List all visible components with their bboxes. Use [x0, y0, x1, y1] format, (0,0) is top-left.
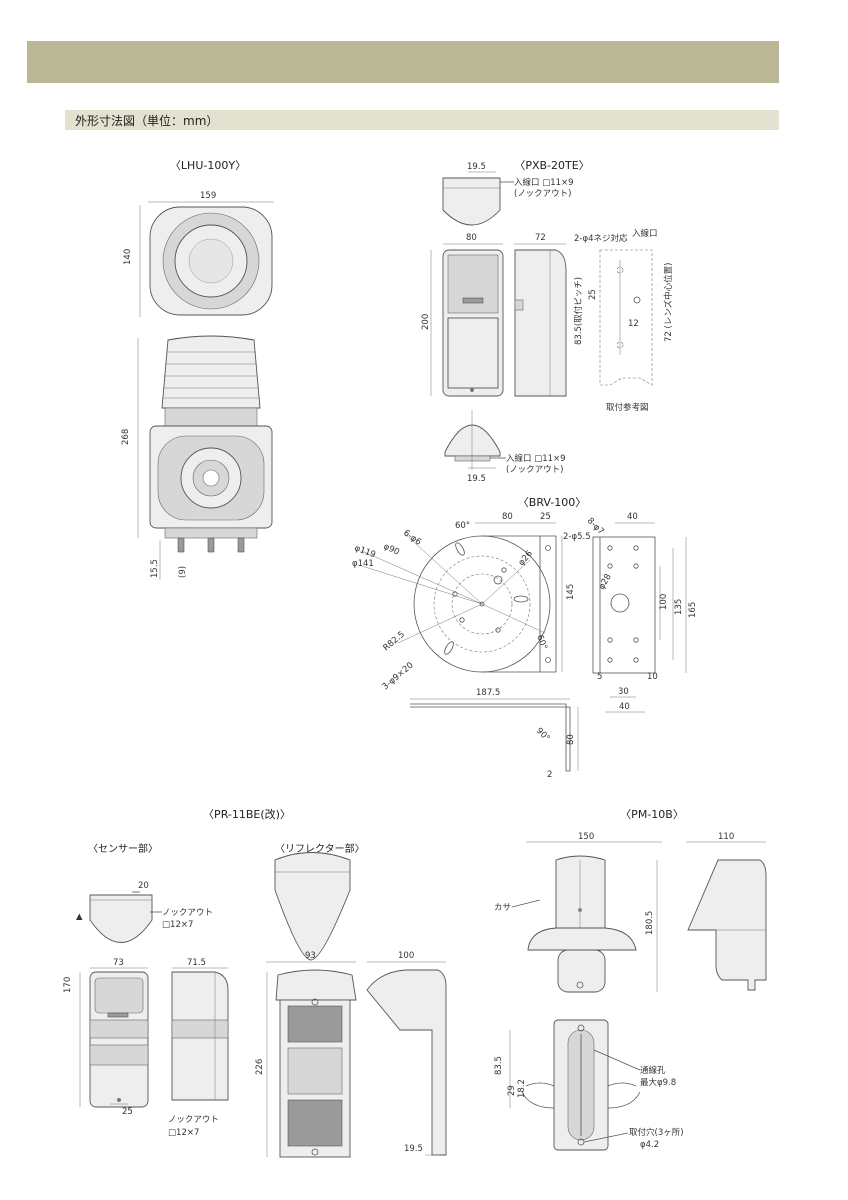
pr-w73: 73	[113, 958, 124, 968]
pr-k12: □12×7	[162, 920, 193, 930]
pxb-knock: (ノックアウト)	[514, 189, 571, 199]
lhu-drawing: 159 140 268 15.5 (9)	[121, 191, 274, 580]
pxb-knock2: (ノックアウト)	[506, 465, 563, 475]
pxb-d12: 12	[628, 319, 639, 329]
pr-drawing: 20 ノックアウト □12×7 ▲ 73 170 25 ノックアウト □12×7…	[63, 852, 447, 1158]
pm-hole: 取付穴(3ヶ所)	[629, 1127, 684, 1138]
pxb-pitch: 83.5(取付ピッチ)	[573, 277, 584, 345]
brv-s3: 3-φ9×20	[381, 661, 416, 693]
pm-tsu: 通線孔	[640, 1065, 666, 1076]
section-bar: 外形寸法図（単位：mm）	[65, 110, 779, 130]
pr-w715: 71.5	[187, 958, 206, 968]
brv-r82: R82.5	[382, 630, 407, 654]
pm-h180: 180.5	[645, 911, 655, 935]
pxb-botw: 19.5	[467, 474, 486, 484]
pr-d195: 19.5	[404, 1144, 423, 1154]
brv-l80: 80	[566, 734, 576, 745]
brv-d80: 80	[502, 512, 513, 522]
pxb-w80: 80	[466, 233, 477, 243]
pr-d20: 20	[138, 881, 149, 891]
brv-s28: φ28	[597, 572, 614, 591]
brv-s10: 10	[647, 672, 658, 682]
brv-d25: 25	[540, 512, 551, 522]
brv-s2: 2-φ5.5	[563, 532, 591, 542]
pr-k12b: □12×7	[168, 1128, 199, 1138]
pxb-drawing: 19.5 入線口 □11×9 (ノックアウト) 80 200 72 2-φ4ネジ…	[421, 162, 674, 484]
pr-knock2: ノックアウト	[168, 1115, 219, 1125]
pxb-d25: 25	[588, 289, 598, 300]
section-title: 外形寸法図（単位：mm）	[75, 114, 219, 128]
pm-drawing: 150 110 カサ 180.5 83.5 29 18.2 通線孔 最大φ9.8…	[494, 832, 767, 1151]
lhu-d2: (9)	[178, 566, 188, 578]
pxb-inlet2: 入線口	[632, 228, 658, 239]
pr-h226: 226	[255, 1059, 265, 1075]
brv-h145: 145	[566, 584, 576, 600]
brv-s165: 165	[688, 602, 698, 618]
pxb-h200: 200	[421, 314, 431, 330]
pr-d25: 25	[122, 1107, 133, 1117]
pr-w100: 100	[398, 951, 414, 961]
title-pm: 〈PM-10B〉	[620, 808, 684, 821]
pxb-inlet3: 入線口 □11×9	[506, 453, 566, 464]
brv-l2: 2	[547, 770, 552, 780]
brv-h6: 6-φ6	[401, 528, 423, 547]
brv-s60: 60°	[534, 634, 549, 652]
pm-w110: 110	[718, 832, 734, 842]
brv-a60: 60°	[455, 521, 470, 531]
pm-h29: 29	[507, 1085, 517, 1096]
title-pxb: 〈PXB-20TE〉	[514, 159, 590, 172]
brv-s135: 135	[674, 599, 684, 615]
brv-drawing: 60° 80 25 6-φ6 φ119 φ90 φ141 φ26 2-φ5.5 …	[352, 512, 698, 780]
pm-hole2: φ4.2	[640, 1140, 659, 1150]
brv-h26: φ26	[517, 549, 535, 568]
pr-w93: 93	[305, 951, 316, 961]
title-lhu: 〈LHU-100Y〉	[169, 159, 247, 172]
brv-s40: 40	[627, 512, 638, 522]
brv-l90: 90°	[534, 726, 552, 744]
pxb-ref: 取付参考図	[606, 402, 649, 413]
lhu-h2: 268	[121, 429, 131, 445]
subtitle-sensor: 〈センサー部〉	[88, 844, 158, 855]
pxb-topw: 19.5	[467, 162, 486, 172]
brv-s5: 5	[597, 672, 602, 682]
title-pr: 〈PR-11BE(改)〉	[203, 808, 291, 821]
title-brv: 〈BRV-100〉	[517, 496, 587, 509]
lhu-h: 140	[123, 249, 133, 265]
pxb-screw: 2-φ4ネジ対応	[574, 233, 628, 244]
brv-s100: 100	[659, 594, 669, 610]
pm-tsu2: 最大φ9.8	[640, 1077, 676, 1088]
pr-knock: ノックアウト	[162, 908, 213, 918]
brv-s40b: 40	[619, 702, 630, 712]
pxb-inlet: 入線口 □11×9	[514, 177, 574, 188]
brv-s119: φ119	[353, 543, 377, 560]
brv-s90: φ90	[382, 542, 401, 558]
pm-kasa: カサ	[494, 903, 511, 913]
subtitle-reflector: 〈リフレクター部〉	[275, 844, 365, 855]
svg-text:▲: ▲	[76, 912, 83, 922]
pxb-lens: 72 (レンズ中心位置)	[663, 263, 674, 342]
lhu-w: 159	[200, 191, 216, 201]
pm-h835: 83.5	[494, 1056, 504, 1075]
pm-w150: 150	[578, 832, 594, 842]
lhu-d1: 15.5	[150, 559, 160, 578]
pr-h170: 170	[63, 977, 73, 993]
brv-l187: 187.5	[476, 688, 500, 698]
pxb-w72: 72	[535, 233, 546, 243]
brv-s141: φ141	[352, 559, 374, 569]
pm-h182: 18.2	[517, 1079, 527, 1098]
brv-s30: 30	[618, 687, 629, 697]
header-band	[27, 41, 779, 83]
